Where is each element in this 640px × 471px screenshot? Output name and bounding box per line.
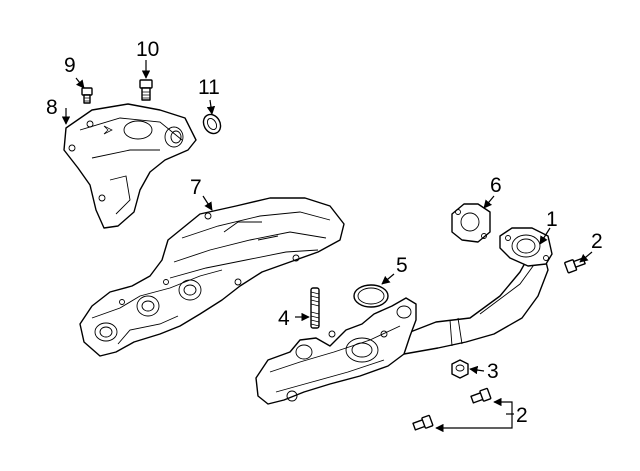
callout-9: 9 bbox=[64, 54, 76, 77]
part-10-bolt[interactable] bbox=[139, 79, 153, 101]
leader-lines bbox=[61, 60, 593, 433]
callout-2-lower: 2 bbox=[516, 404, 528, 427]
callout-1: 1 bbox=[546, 208, 558, 231]
callout-6: 6 bbox=[490, 174, 502, 197]
callout-11: 11 bbox=[198, 76, 220, 99]
part-6-bracket[interactable] bbox=[451, 203, 491, 243]
part-11-washer[interactable] bbox=[200, 111, 224, 136]
part-9-bolt[interactable] bbox=[81, 87, 93, 104]
part-3-nut[interactable] bbox=[451, 359, 469, 379]
callout-4: 4 bbox=[278, 307, 290, 330]
part-2-bolt-lower[interactable] bbox=[412, 414, 434, 431]
part-1-exhaust-manifold-pipe[interactable] bbox=[255, 227, 553, 405]
callout-10: 10 bbox=[136, 38, 159, 61]
callout-5: 5 bbox=[396, 254, 408, 277]
callout-8: 8 bbox=[46, 96, 58, 119]
callout-labels: 8 9 10 11 7 6 5 4 1 2 3 2 bbox=[46, 38, 603, 427]
callout-7: 7 bbox=[190, 176, 202, 199]
part-2-bolt-middle[interactable] bbox=[470, 387, 492, 404]
part-5-gasket[interactable] bbox=[353, 284, 389, 308]
callout-2-upper: 2 bbox=[591, 230, 603, 253]
callout-3: 3 bbox=[487, 360, 499, 383]
part-4-stud[interactable] bbox=[310, 287, 320, 329]
part-7-heat-shield-manifold[interactable] bbox=[79, 197, 345, 357]
part-8-upper-heat-shield[interactable] bbox=[63, 103, 197, 229]
